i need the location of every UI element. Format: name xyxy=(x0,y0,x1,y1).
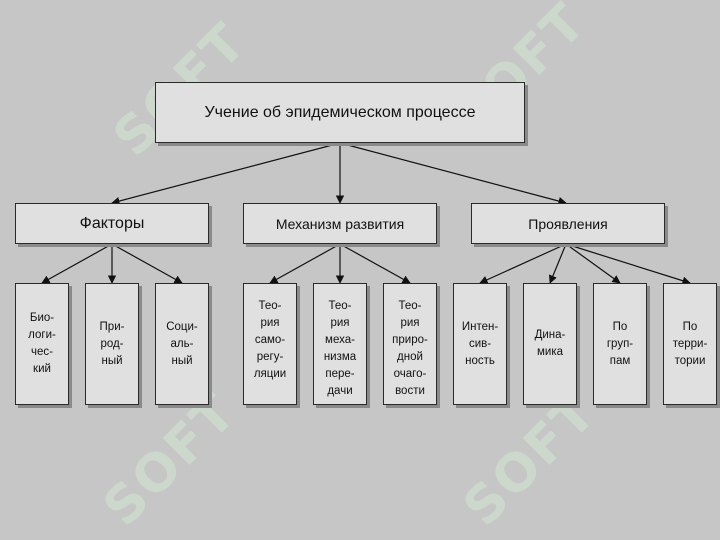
arrow-root-to-manifestations xyxy=(339,142,567,206)
category-label: Проявления xyxy=(528,215,608,232)
category-label: Механизм развития xyxy=(275,215,405,232)
arrow-root-to-factors xyxy=(111,142,341,206)
leaf-node: Тео- рия приро- дной очаго- вости xyxy=(383,283,437,405)
arrow-manifestations-to-leaf xyxy=(548,243,567,284)
leaf-label: Соци- аль- ный xyxy=(166,320,198,367)
leaf-node: При- род- ный xyxy=(85,283,139,405)
leaf-node: По груп- пам xyxy=(593,283,647,405)
leaf-label: По груп- пам xyxy=(606,320,634,367)
leaf-node: Интен- сив- ность xyxy=(453,283,507,405)
arrow-manifestations-to-leaf xyxy=(565,243,691,285)
leaf-label: По терри- тории xyxy=(672,320,708,367)
leaf-label: Био- логи- чес- кий xyxy=(28,312,56,375)
arrow-factors-to-leaf xyxy=(41,243,113,284)
root-node: Учение об эпидемическом процессе xyxy=(155,82,525,143)
category-label: Факторы xyxy=(79,214,145,232)
leaf-node: Соци- аль- ный xyxy=(155,283,209,405)
root-label: Учение об эпидемическом процессе xyxy=(204,103,476,121)
leaf-node: Био- логи- чес- кий xyxy=(15,283,69,405)
category-manifestations: Проявления xyxy=(471,203,665,244)
arrow-mechanism-to-leaf xyxy=(269,243,341,284)
arrow-mechanism-to-leaf xyxy=(339,243,411,284)
arrow-manifestations-to-leaf xyxy=(565,243,621,284)
leaf-label: Тео- рия само- регу- ляции xyxy=(253,300,287,380)
category-mechanism: Механизм развития xyxy=(243,203,437,244)
leaf-label: Тео- рия приро- дной очаго- вости xyxy=(392,300,428,397)
leaf-node: Дина- мика xyxy=(523,283,577,405)
leaf-node: По терри- тории xyxy=(663,283,717,405)
leaf-node: Тео- рия само- регу- ляции xyxy=(243,283,297,405)
leaf-label: При- род- ный xyxy=(99,320,125,367)
leaf-node: Тео- рия меха- низма пере- дачи xyxy=(313,283,367,405)
category-factors: Факторы xyxy=(15,203,209,244)
leaf-label: Тео- рия меха- низма пере- дачи xyxy=(323,300,357,397)
leaf-label: Дина- мика xyxy=(534,329,566,358)
arrow-manifestations-to-leaf xyxy=(479,243,567,284)
leaf-label: Интен- сив- ность xyxy=(461,320,499,367)
arrow-factors-to-leaf xyxy=(111,243,183,284)
